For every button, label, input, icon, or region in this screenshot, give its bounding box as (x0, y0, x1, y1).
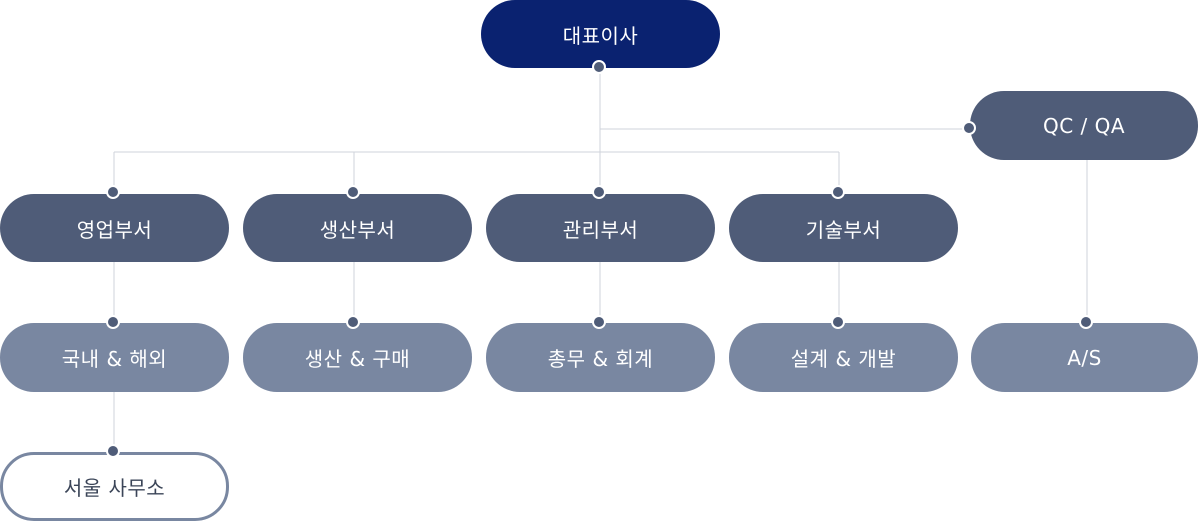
team-label: 설계 & 개발 (790, 347, 897, 371)
qc-qa-label: QC / QA (1042, 113, 1126, 138)
office-node-seoul: 서울 사무소 (0, 452, 229, 521)
dept-label: 관리부서 (562, 217, 639, 242)
team-node-production-purchasing: 생산 & 구매 (243, 323, 472, 392)
connector-dot (831, 315, 845, 329)
team-node-domestic-overseas: 국내 & 해외 (0, 323, 229, 392)
connector-dot (346, 315, 360, 329)
team-node-as: A/S (971, 323, 1198, 392)
dept-label: 영업부서 (76, 217, 153, 242)
dept-label: 생산부서 (319, 217, 396, 242)
connector-dot (106, 444, 120, 458)
connector-dot (592, 60, 606, 74)
connector-dot (592, 185, 606, 199)
team-label: 생산 & 구매 (304, 347, 411, 371)
connector-dot (831, 185, 845, 199)
team-node-design-development: 설계 & 개발 (729, 323, 958, 392)
team-label: 국내 & 해외 (61, 347, 168, 371)
dept-node-tech: 기술부서 (729, 194, 958, 262)
connector-dot (346, 185, 360, 199)
team-label: 총무 & 회계 (547, 347, 654, 371)
connector-dot (962, 121, 976, 135)
qc-qa-node: QC / QA (970, 91, 1198, 160)
dept-label: 기술부서 (805, 217, 882, 242)
ceo-node: 대표이사 (481, 0, 720, 68)
office-label: 서울 사무소 (63, 476, 166, 500)
connector-dot (106, 315, 120, 329)
connector-dot (592, 315, 606, 329)
dept-node-production: 생산부서 (243, 194, 472, 262)
dept-node-sales: 영업부서 (0, 194, 229, 262)
connector-dot (1079, 315, 1093, 329)
team-node-general-accounting: 총무 & 회계 (486, 323, 715, 392)
connector-dot (106, 185, 120, 199)
team-label: A/S (1067, 345, 1102, 370)
ceo-label: 대표이사 (562, 23, 639, 48)
dept-node-management: 관리부서 (486, 194, 715, 262)
